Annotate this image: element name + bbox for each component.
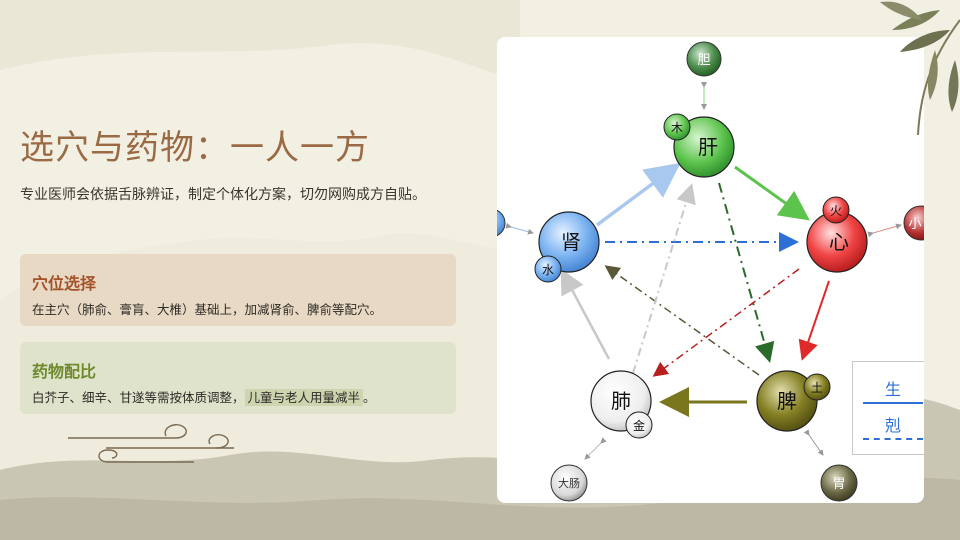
sheng-arrow-gan-xin [734,165,810,221]
connector-pi-wei [803,429,824,456]
xiaochang-label: 小 [908,217,921,232]
xin-label: 心 [829,230,849,254]
connector-xin-xiaochang [867,223,902,238]
five-elements-svg: 胆 小 胃 大肠 肝 木 心 火 [497,41,924,502]
xiaochang-node: 小 [903,205,924,241]
sheng-arrow-xin-pi [798,280,830,361]
shen-label: 肾 [561,230,581,254]
acupoint-selection-card: 穴位选择 在主穴（肺俞、膏肓、大椎）基础上，加减肾俞、脾俞等配穴。 [20,254,456,326]
acupoint-card-heading: 穴位选择 [32,274,97,293]
jin-label: 金 [633,418,645,433]
legend-ke: 剋 [863,412,923,440]
bamboo-leaves-decoration [880,1,960,136]
fei-label: 肺 [611,389,631,413]
slide-title: 选穴与药物：一人一方 [20,128,370,168]
slide-subtitle: 专业医师会依据舌脉辨证，制定个体化方案，切勿网购成方自贴。 [20,187,426,203]
ke-arrow-xin-fei [652,268,800,377]
xin-node: 心 火 [806,196,868,273]
dachang-node: 大肠 [550,464,588,502]
gan-label: 肝 [698,135,718,159]
medicine-card-text: 白芥子、细辛、甘遂等需按体质调整， [32,390,245,405]
gan-node: 肝 木 [663,113,735,178]
dachang-label: 大肠 [558,476,580,490]
shen-node: 肾 水 [534,211,600,283]
dan-label: 胆 [697,53,710,68]
medicine-card-body: 白芥子、细辛、甘遂等需按体质调整，儿童与老人用量减半。 [32,388,444,408]
sheng-arrow-fei-shen [560,268,611,360]
shui-label: 水 [542,263,554,277]
legend-sheng: 生 [863,376,923,404]
pi-label: 脾 [777,389,797,413]
acupoint-card-body: 在主穴（肺俞、膏肓、大椎）基础上，加减肾俞、脾俞等配穴。 [32,302,383,317]
tu-label: 土 [811,381,823,395]
medicine-ratio-card: 药物配比 白芥子、细辛、甘遂等需按体质调整，儿童与老人用量减半。 [20,342,456,414]
connector-shen-left [505,222,534,235]
medicine-card-highlight: 儿童与老人用量减半 [244,389,364,406]
five-elements-diagram: 胆 小 胃 大肠 肝 木 心 火 [497,37,924,503]
huo-label: 火 [830,204,842,218]
diagram-legend: 生 剋 [852,361,924,455]
ke-arrow-gan-pi [718,182,775,363]
pi-node: 脾 土 [756,370,831,432]
medicine-card-heading: 药物配比 [32,362,97,381]
ke-arrow-fei-gan [632,183,696,374]
medicine-card-text-end: 。 [363,390,376,405]
mu-label: 木 [671,121,683,135]
dan-node: 胆 [686,41,722,77]
ke-arrow-pi-shen [604,265,760,376]
shen-paired-node [497,209,506,237]
connector-fei-dachang [584,437,607,460]
fei-node: 肺 金 [590,370,653,439]
wei-node: 胃 [820,464,858,502]
wei-label: 胃 [832,477,845,492]
sheng-arrow-shen-gan [595,162,681,227]
auspicious-cloud-ornament [68,424,234,463]
